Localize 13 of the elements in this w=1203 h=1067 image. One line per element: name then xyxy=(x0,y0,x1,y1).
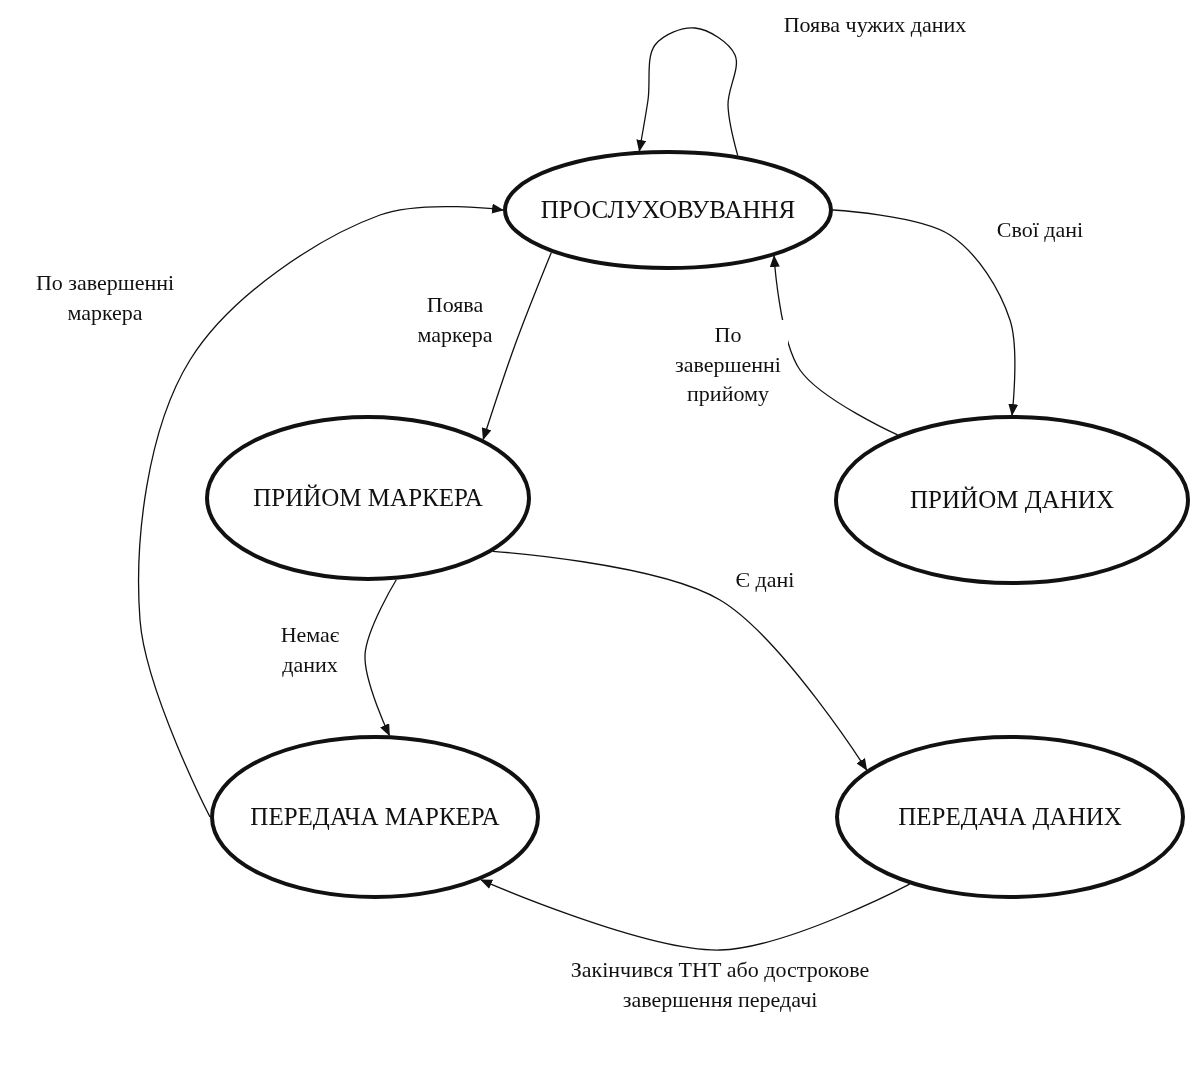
state-label: ПЕРЕДАЧА ДАНИХ xyxy=(898,803,1122,831)
state-label: ПРИЙОМ МАРКЕРА xyxy=(253,484,483,512)
arrow xyxy=(832,209,1019,416)
arrow xyxy=(481,251,552,441)
arrow xyxy=(480,879,911,951)
arrow xyxy=(492,550,868,771)
arrow xyxy=(636,27,739,157)
state-label: ПРОСЛУХОВУВАННЯ xyxy=(540,196,796,224)
arrow xyxy=(138,203,504,818)
arrow xyxy=(769,254,899,436)
state-label: ПРИЙОМ ДАНИХ xyxy=(910,486,1114,514)
state-label: ПЕРЕДАЧА МАРКЕРА xyxy=(250,803,500,831)
arrow xyxy=(364,579,397,737)
